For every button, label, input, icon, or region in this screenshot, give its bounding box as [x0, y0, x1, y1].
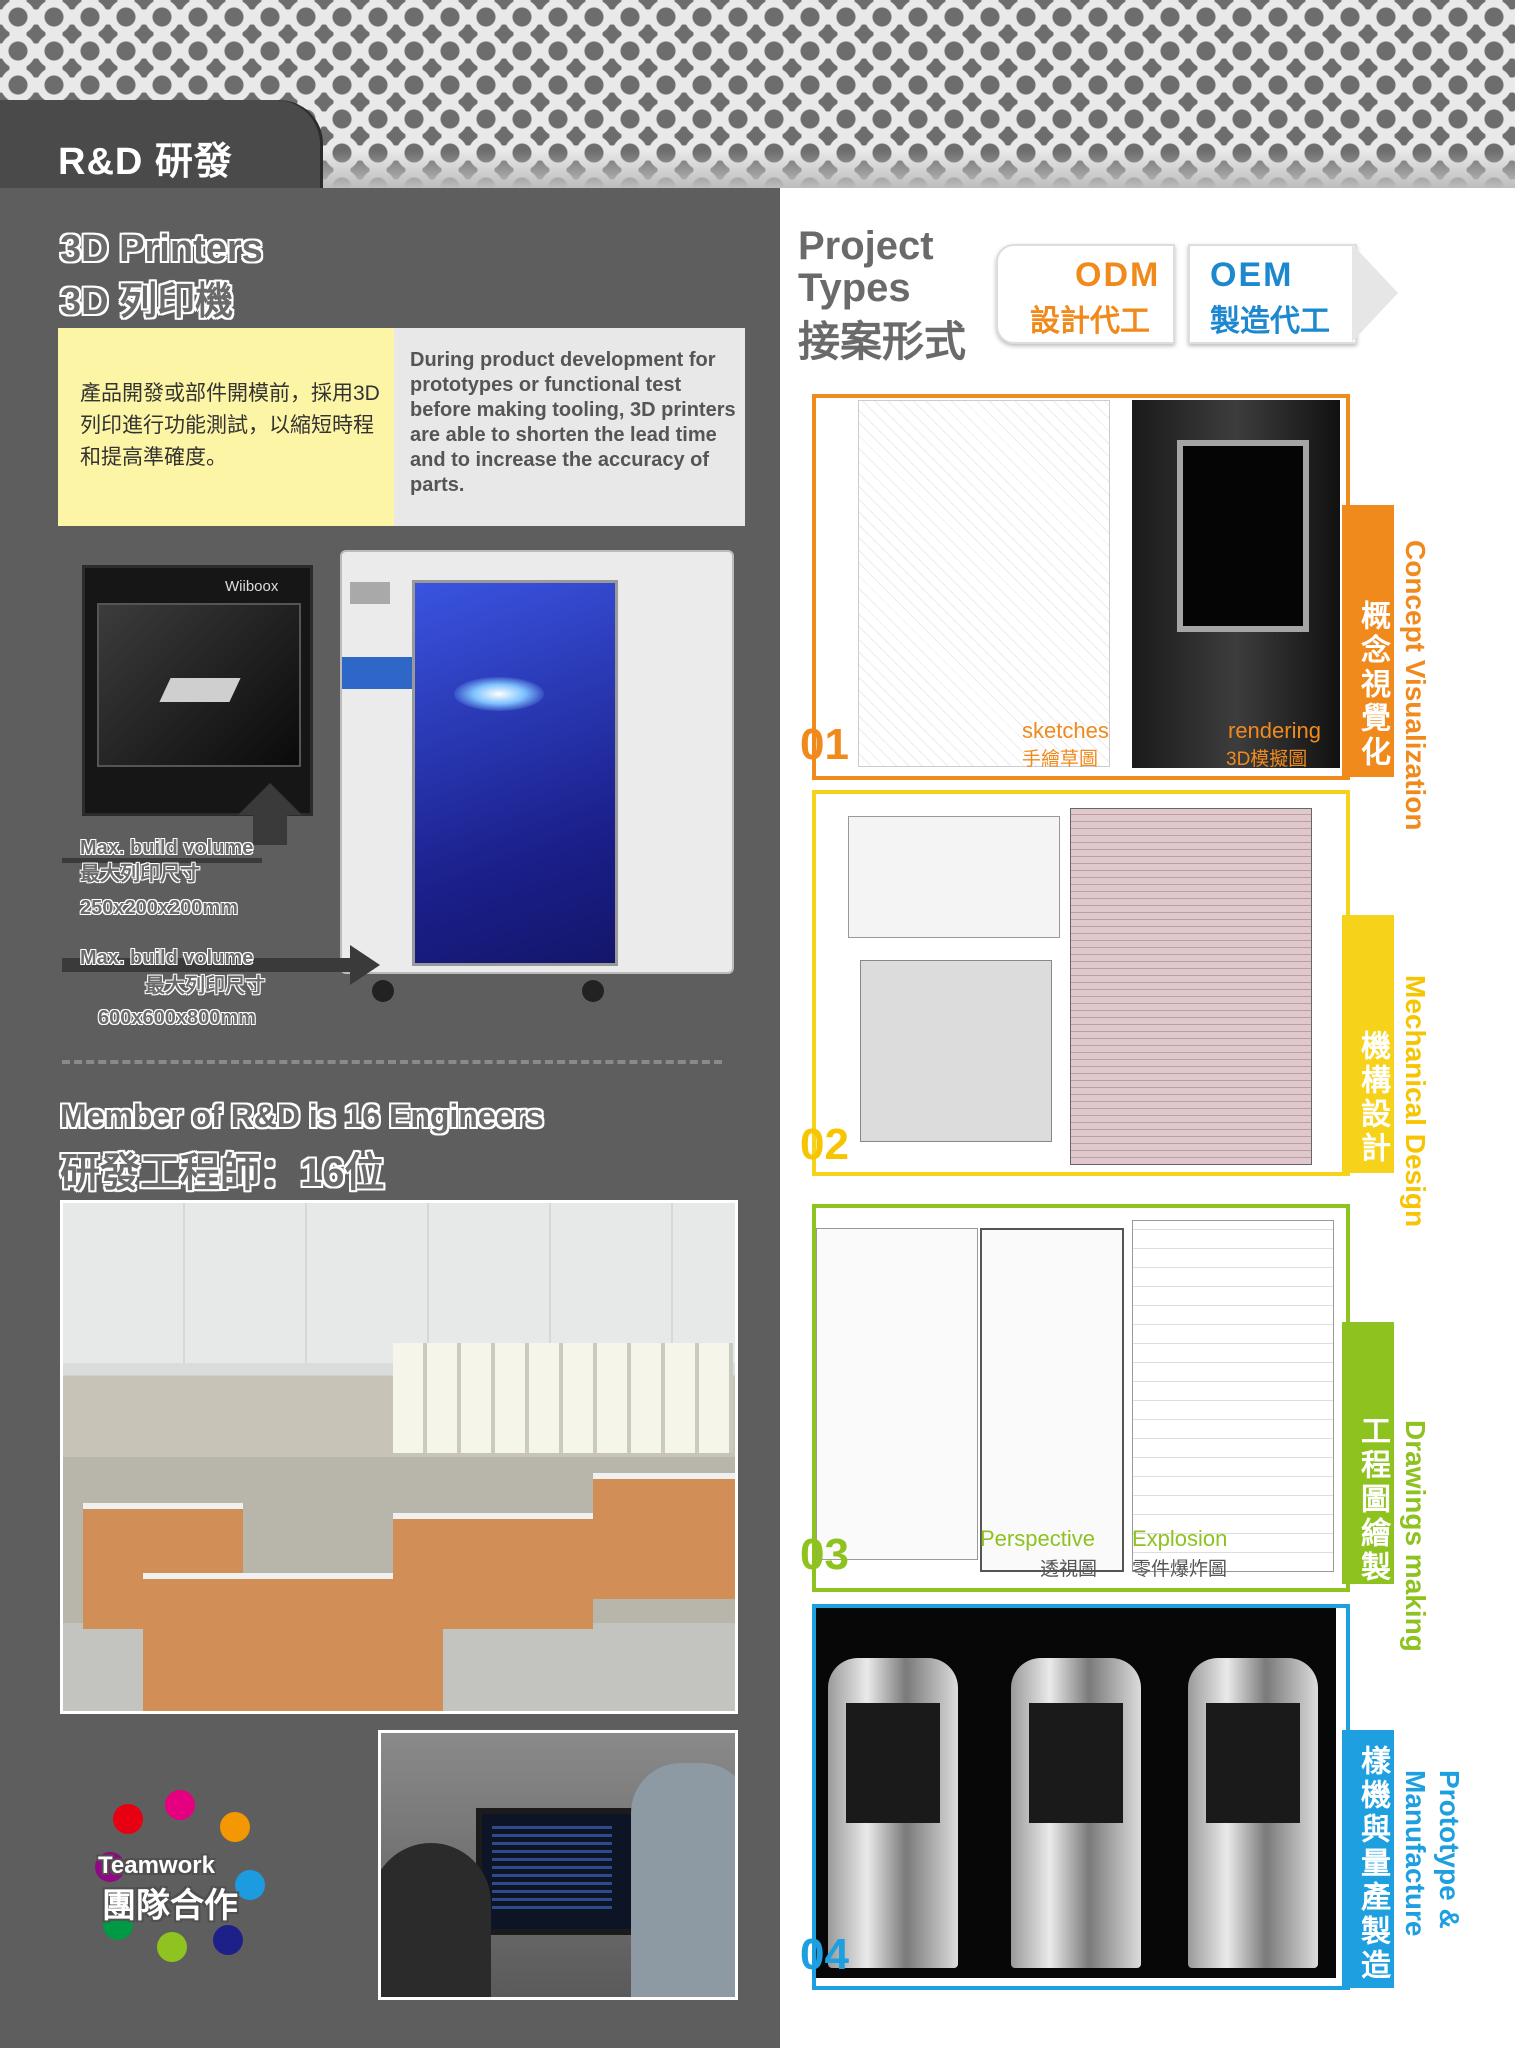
teamwork-label-zh: 團隊合作	[102, 1887, 238, 1925]
step-title-en: Drawings making	[1400, 1420, 1431, 1652]
large-volume-label-zh: 最大列印尺寸	[145, 975, 265, 997]
cubicle	[393, 1513, 593, 1629]
logo-dot	[103, 1910, 133, 1940]
section-tab	[0, 100, 320, 188]
cad-module-image	[860, 960, 1052, 1142]
cad-top-image	[848, 816, 1060, 938]
small-volume-size: 250x200x200mm	[80, 897, 238, 919]
step-concept-tab	[1342, 505, 1394, 777]
arrow-right-icon	[1352, 244, 1398, 342]
caption-perspective: Perspective	[980, 1526, 1095, 1551]
rendering-image	[1132, 400, 1340, 768]
step-title-zh: 概念視覺化	[1356, 600, 1389, 770]
large-volume-size: 600x600x800mm	[98, 1007, 256, 1029]
caption-rendering: rendering	[1228, 718, 1321, 743]
explosion-drawing	[1132, 1220, 1334, 1572]
step-title-zh: 工程圖繪製	[1356, 1415, 1389, 1585]
caption-rendering-zh: 3D模擬圖	[1226, 749, 1308, 770]
caption-explosion-zh: 零件爆炸圖	[1132, 1559, 1228, 1580]
logo-dot	[95, 1852, 125, 1882]
odm-label: ODM	[1075, 256, 1161, 294]
member-count-zh: 研發工程師：16位	[60, 1151, 385, 1195]
cabinet-prototype	[1011, 1658, 1141, 1968]
arrow-up-icon	[238, 783, 302, 815]
office-photo	[60, 1200, 738, 1714]
step-mechanical-tab	[1342, 915, 1394, 1173]
logo-dot	[235, 1870, 265, 1900]
teamwork-label-en: Teamwork	[98, 1852, 215, 1879]
cad-monitor	[476, 1808, 638, 1935]
odm-card	[996, 244, 1175, 344]
step-title-en: Mechanical Design	[1400, 975, 1431, 1228]
cabinet-prototype	[1188, 1658, 1318, 1968]
caption-sketches-zh: 手繪草圖	[1022, 749, 1099, 770]
page-title: R&D 研發	[58, 141, 233, 183]
step-number: 01	[800, 720, 849, 769]
teamwork-logo-icon	[95, 1790, 265, 1962]
desc-en-box	[394, 328, 745, 526]
logo-dot	[220, 1812, 250, 1842]
arrow-right-line	[62, 958, 352, 972]
prototype-photo	[816, 1608, 1336, 1978]
dashed-divider	[62, 1060, 722, 1064]
print-bed-glow	[454, 677, 544, 711]
perspective-drawing-side	[816, 1228, 978, 1560]
logo-dot	[165, 1790, 195, 1820]
caption-perspective-zh: 透視圖	[1040, 1559, 1098, 1580]
arrow-line	[62, 858, 262, 863]
small-volume-label-en: Max. build volume	[80, 837, 254, 859]
step-title-en: Prototype & Manufacture	[1400, 1770, 1465, 1937]
printer-door	[412, 580, 618, 966]
desc-zh-box	[58, 328, 394, 526]
wheel-icon	[582, 980, 604, 1002]
project-types-title-zh: 接案形式	[798, 318, 967, 365]
step-prototype-tab	[1342, 1730, 1394, 1988]
engineer-seated	[381, 1843, 491, 1997]
printer-bed	[159, 678, 241, 702]
cabinet-screen	[1177, 440, 1309, 632]
oem-card	[1188, 244, 1357, 344]
engineers-photo	[378, 1730, 738, 2000]
step-number: 04	[800, 1930, 849, 1979]
oem-label: OEM	[1210, 256, 1294, 294]
project-types-title-en-1: Project	[798, 224, 934, 268]
step-number: 03	[800, 1530, 849, 1579]
step-title-zh: 樣機與量產製造	[1356, 1745, 1389, 1983]
oem-label-zh: 製造代工	[1210, 305, 1330, 338]
printer-glass	[97, 603, 301, 767]
printers-desc-en: During product development for prototype…	[410, 349, 736, 496]
step-title-zh: 機構設計	[1356, 1030, 1389, 1166]
small-volume-label-zh: 最大列印尺寸	[80, 863, 200, 885]
step-number: 02	[800, 1120, 849, 1169]
control-panel	[350, 582, 390, 604]
wheel-icon	[372, 980, 394, 1002]
office-ceiling	[63, 1203, 735, 1363]
caption-explosion: Explosion	[1132, 1526, 1228, 1551]
arrow-up-stem	[253, 813, 287, 845]
caption-sketches: sketches	[1022, 718, 1109, 743]
printer-brand: Wiiboox	[225, 578, 279, 595]
large-3d-printer-image	[340, 550, 734, 1002]
step-title-en: Concept Visualization	[1400, 540, 1431, 831]
arrow-right-icon	[350, 945, 380, 985]
engineer-standing	[631, 1763, 735, 1997]
logo-dot	[213, 1925, 243, 1955]
logo-dot	[157, 1932, 187, 1962]
logo-dot	[113, 1804, 143, 1834]
cad-cabinet-image	[1070, 808, 1312, 1165]
cabinet-prototype	[828, 1658, 958, 1968]
step-drawings-tab	[1342, 1322, 1394, 1584]
odm-label-zh: 設計代工	[1030, 305, 1150, 338]
office-windows	[393, 1343, 733, 1453]
cubicle	[593, 1473, 735, 1599]
printers-title-zh: 3D 列印機	[60, 281, 234, 323]
printers-desc-zh: 產品開發或部件開模前，採用3D列印進行功能測試，以縮短時程和提高準確度。	[80, 382, 380, 469]
project-types-title-en-2: Types	[798, 266, 911, 310]
sketch-image	[858, 400, 1110, 767]
large-volume-label-en: Max. build volume	[80, 947, 254, 969]
perspective-drawing-front	[980, 1228, 1124, 1572]
member-count-en: Member of R&D is 16 Engineers	[60, 1098, 544, 1134]
printers-title-en: 3D Printers	[60, 228, 263, 270]
small-3d-printer-image: Wiiboox	[82, 565, 313, 816]
